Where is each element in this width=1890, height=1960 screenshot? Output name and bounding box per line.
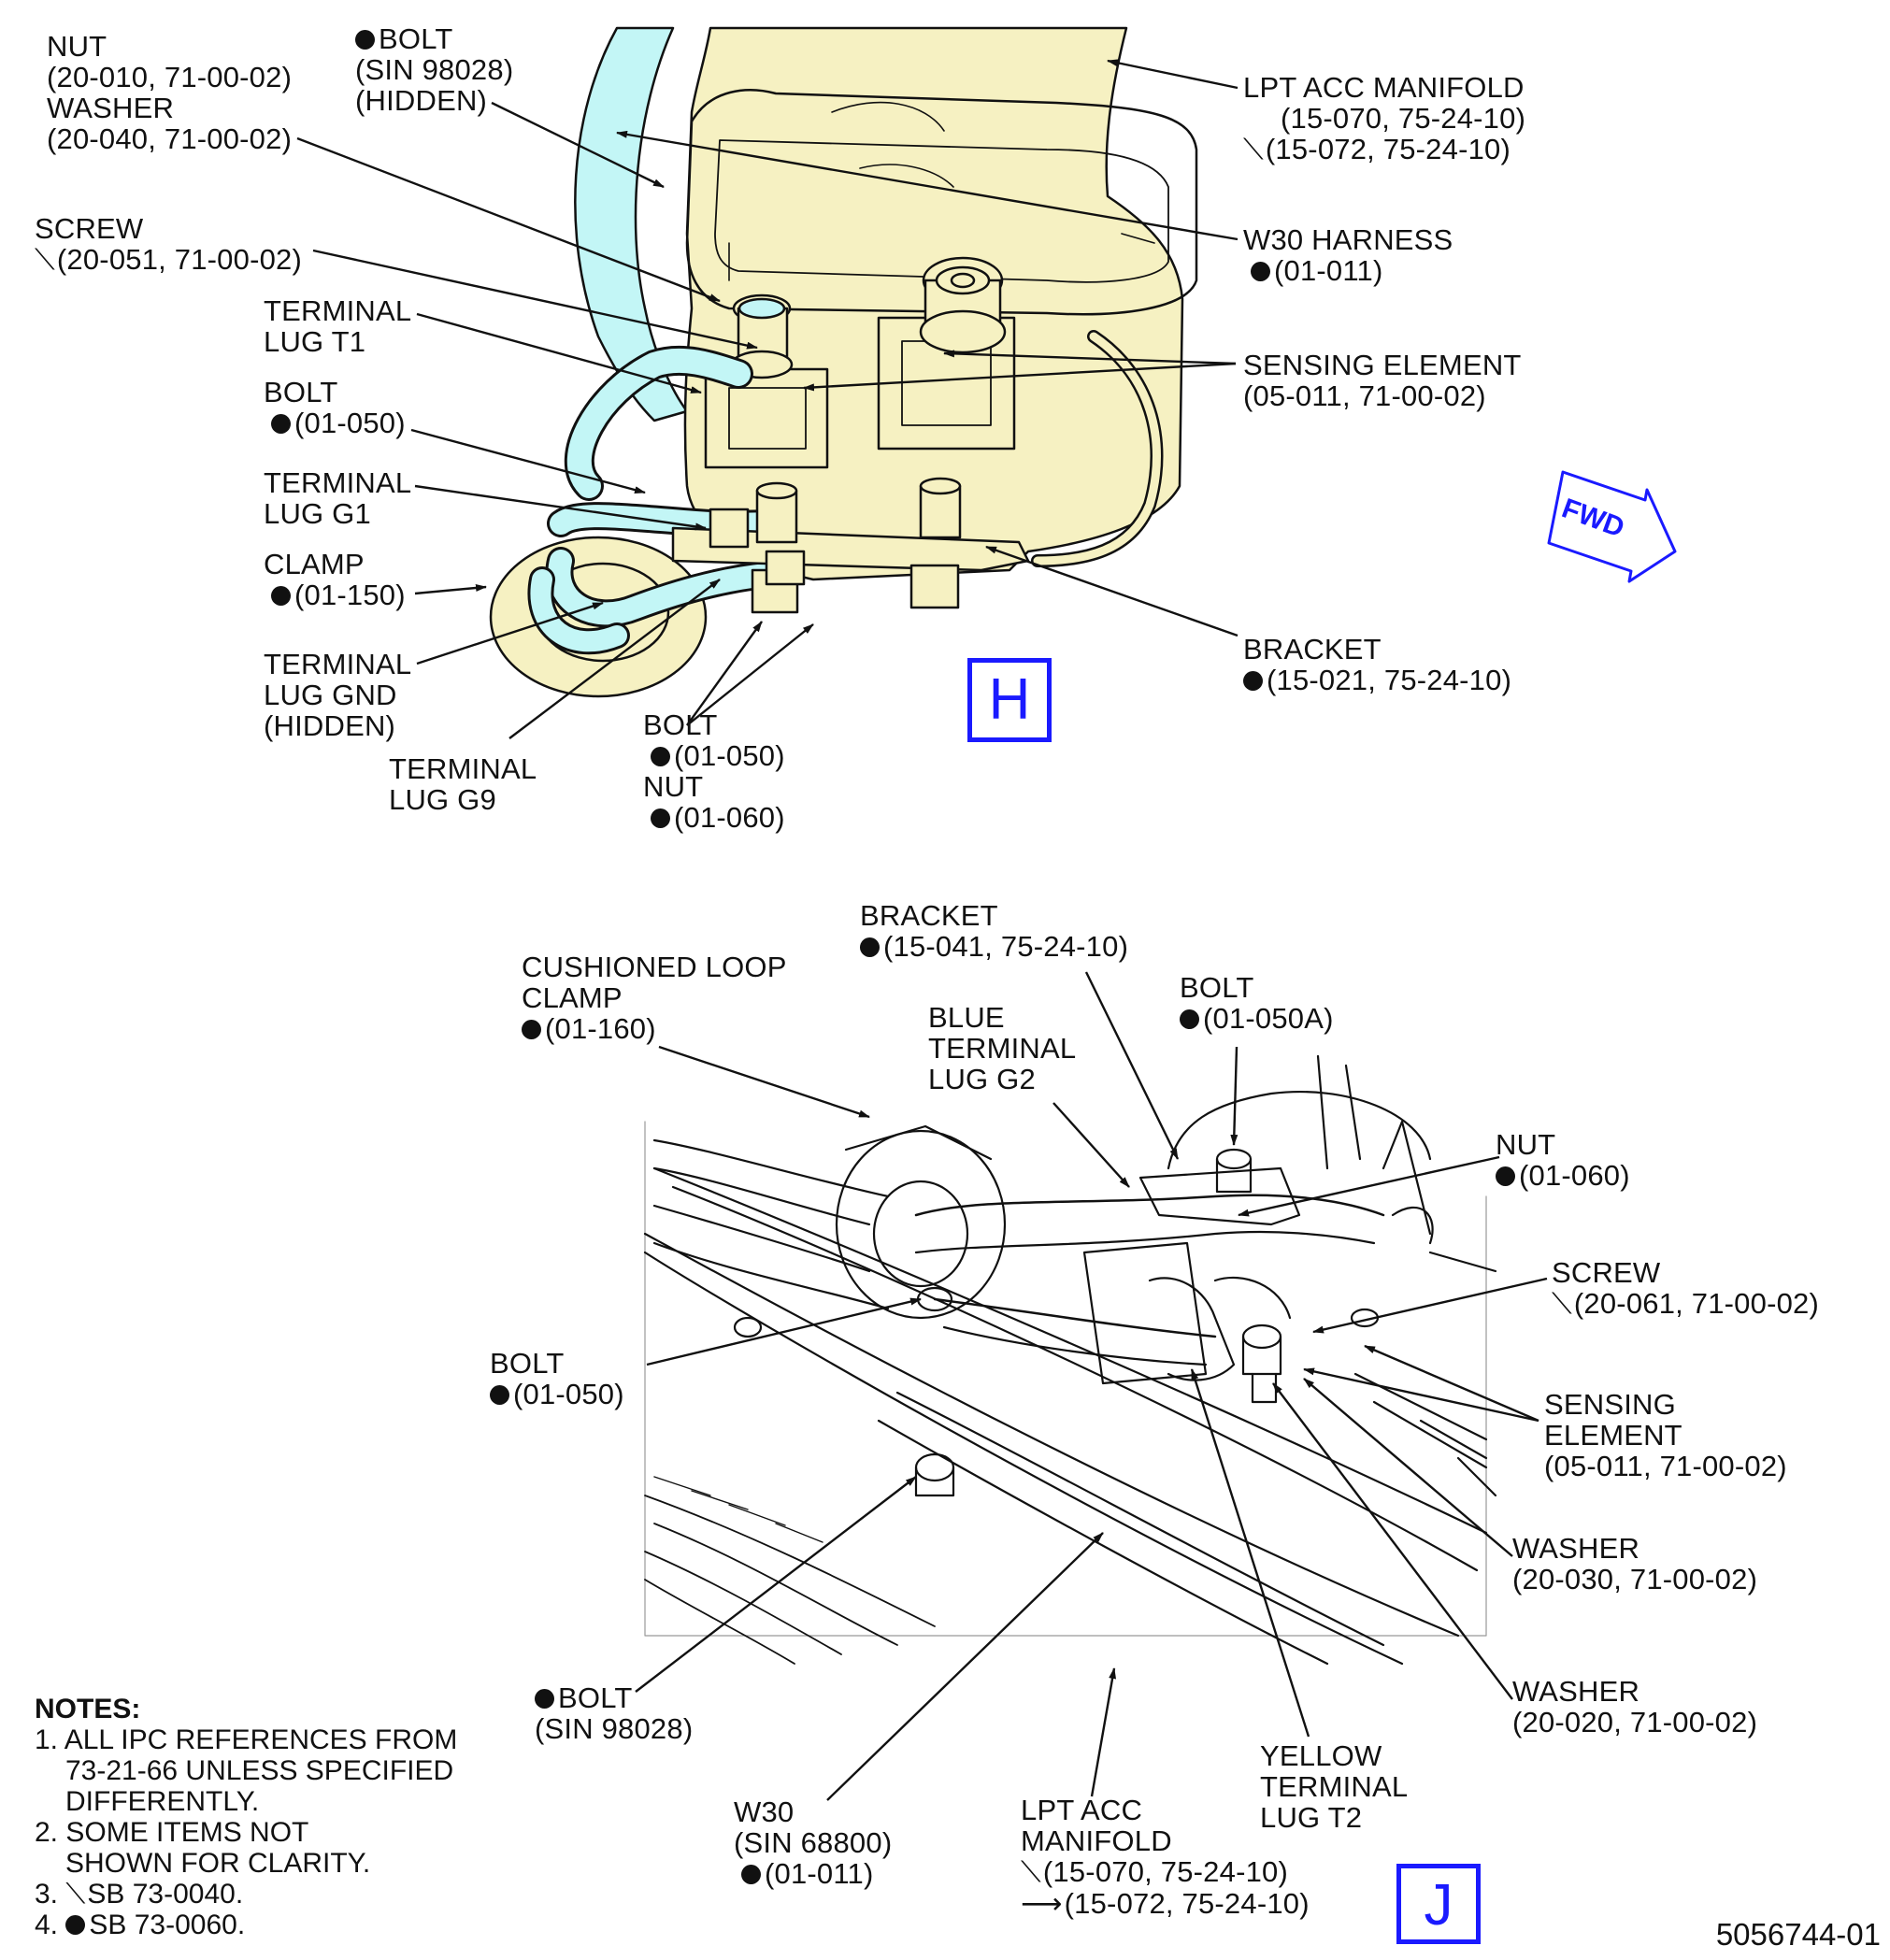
dot-icon — [651, 808, 670, 828]
document-number: 5056744-01 — [1715, 1917, 1881, 1952]
label-clamp: CLAMP (01-150) — [264, 548, 406, 611]
note-3: 3. ⟍SB 73-0040. — [35, 1878, 244, 1910]
label-bolt-h: BOLT (01-050) — [264, 376, 406, 439]
dot-icon — [1180, 1009, 1199, 1029]
label-bracket-j: BRACKET (15-041, 75-24-10) — [860, 899, 1129, 963]
view-j-illustration — [643, 1054, 1497, 1666]
dot-icon — [535, 1689, 554, 1709]
cyan-harness-band — [574, 26, 689, 422]
j-mounting-plate — [1082, 1241, 1208, 1385]
label-nut-j: NUT (01-060) — [1496, 1128, 1630, 1192]
dot-icon — [271, 586, 291, 606]
label-yellow-terminal-lug-t2: YELLOW TERMINAL LUG T2 — [1260, 1739, 1409, 1834]
label-bolt-a: BOLT (01-050A) — [1180, 971, 1334, 1035]
label-bolt-sin-j: BOLT (SIN 98028) — [535, 1681, 694, 1745]
label-sensing-element-h: SENSING ELEMENT (05-011, 71-00-02) — [1243, 349, 1522, 412]
cushioned-loop-clamp — [835, 1129, 1007, 1320]
notes-title: NOTES: — [35, 1694, 141, 1724]
tick-icon: ⟍ — [65, 1878, 86, 1910]
dot-icon — [1251, 262, 1270, 281]
view-h-leaders — [296, 59, 1239, 739]
label-screw-h: SCREW ⟍(20-051, 71-00-02) — [35, 212, 302, 277]
dot-icon — [355, 30, 375, 50]
label-screw-j: SCREW ⟍(20-061, 71-00-02) — [1552, 1256, 1819, 1321]
label-cushioned-loop-clamp: CUSHIONED LOOP CLAMP (01-160) — [522, 951, 787, 1045]
tick-icon: ⟍ — [35, 243, 55, 277]
view-j-leaders — [635, 971, 1548, 1801]
j-bracket — [1138, 1166, 1301, 1226]
label-lpt-acc-manifold-j: LPT ACC MANIFOLD ⟍(15-070, 75-24-10) ⟶(1… — [1021, 1794, 1310, 1921]
dot-icon — [1496, 1166, 1515, 1186]
label-bracket-h: BRACKET (15-021, 75-24-10) — [1243, 633, 1512, 696]
label-w30-harness: W30 HARNESS (01-011) — [1243, 223, 1453, 287]
note-4: 4. SB 73-0060. — [35, 1910, 246, 1940]
label-washer-030: WASHER (20-030, 71-00-02) — [1512, 1532, 1758, 1595]
label-terminal-lug-gnd: TERMINAL LUG GND (HIDDEN) — [264, 648, 412, 742]
dot-icon — [490, 1385, 509, 1405]
label-w30-j: W30 (SIN 68800) (01-011) — [734, 1795, 893, 1890]
label-nut-washer: NUT (20-010, 71-00-02) WASHER (20-040, 7… — [47, 30, 293, 155]
label-terminal-lug-g9: TERMINAL LUG G9 — [389, 752, 537, 816]
tick-icon: ⟍ — [1021, 1855, 1041, 1889]
note-2: 2. SOME ITEMS NOT — [35, 1817, 309, 1848]
bracket-bolts — [709, 477, 962, 614]
note-1: 1. ALL IPC REFERENCES FROM — [35, 1724, 458, 1755]
tick-icon: ⟍ — [1552, 1287, 1572, 1321]
label-washer-020: WASHER (20-020, 71-00-02) — [1512, 1675, 1758, 1738]
manifold-bracket-frame — [685, 89, 1198, 316]
dot-icon — [651, 747, 670, 766]
label-bolt-nut-h: BOLT (01-050) NUT (01-060) — [643, 708, 785, 834]
long-tube-1 — [643, 1232, 1460, 1638]
harness-tube-lower — [933, 1297, 1217, 1338]
label-sensing-element-j: SENSING ELEMENT (05-011, 71-00-02) — [1544, 1388, 1787, 1482]
harness-tube-upper — [914, 1194, 1385, 1217]
dot-icon — [741, 1865, 761, 1884]
dot-icon — [522, 1020, 541, 1039]
label-lpt-acc-manifold-h: LPT ACC MANIFOLD (15-070, 75-24-10) ⟍(15… — [1243, 71, 1526, 166]
sensing-element-stack-right — [919, 256, 1007, 354]
label-bolt-sin-hidden: BOLT (SIN 98028) (HIDDEN) — [355, 22, 514, 117]
dot-icon — [65, 1915, 86, 1935]
view-j-letter-box: J — [1396, 1864, 1481, 1944]
notes-block: NOTES: 1. ALL IPC REFERENCES FROM 73-21-… — [35, 1694, 458, 1940]
dot-icon — [271, 414, 291, 434]
tick-icon: ⟶ — [1021, 1887, 1063, 1921]
long-tube-3 — [895, 1391, 1385, 1647]
view-h-letter-box: H — [967, 658, 1052, 742]
label-bolt-j: BOLT (01-050) — [490, 1347, 624, 1410]
label-terminal-lug-g1: TERMINAL LUG G1 — [264, 466, 412, 530]
tick-icon: ⟍ — [1243, 133, 1264, 166]
dot-icon — [1243, 671, 1263, 691]
label-blue-terminal-lug-g2: BLUE TERMINAL LUG G2 — [928, 1001, 1077, 1095]
fwd-arrow-icon — [1547, 470, 1677, 583]
label-terminal-lug-t1: TERMINAL LUG T1 — [264, 294, 412, 358]
dot-icon — [860, 937, 880, 957]
view-h-illustration — [489, 26, 1198, 698]
